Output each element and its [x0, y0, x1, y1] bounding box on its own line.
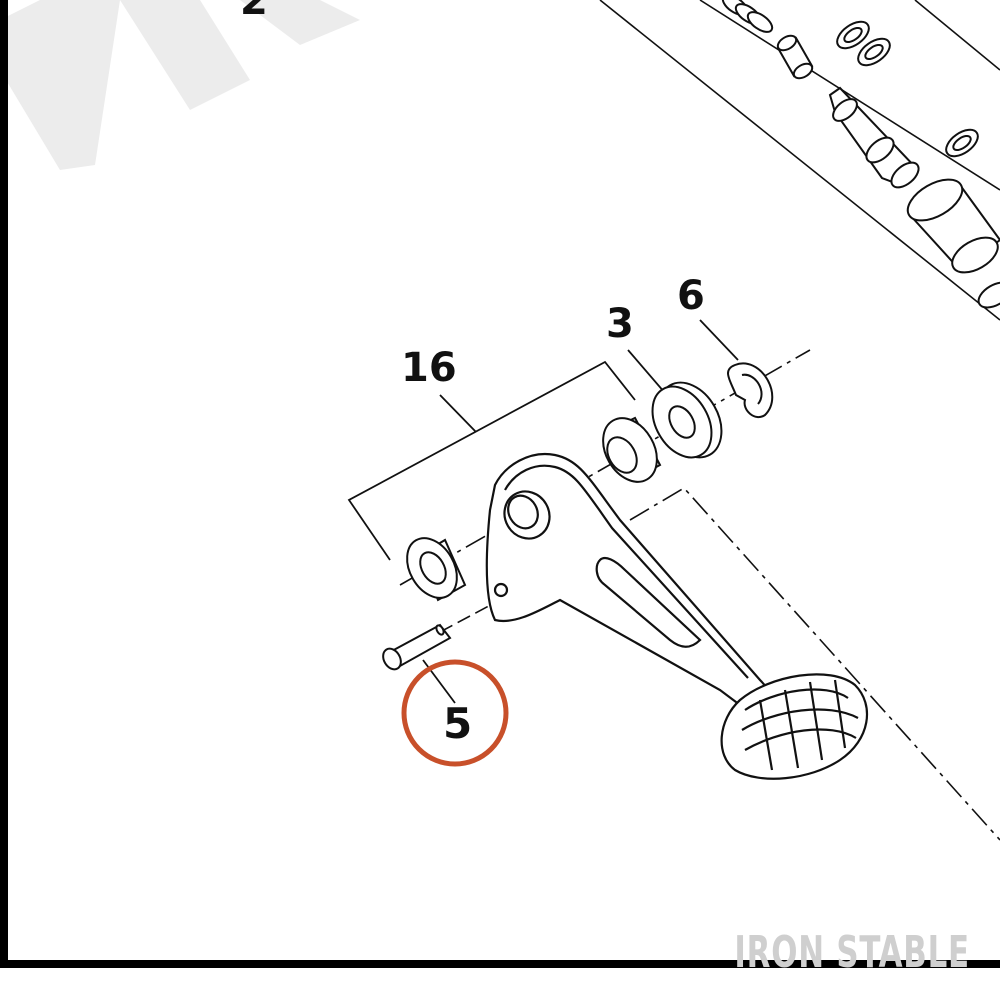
upper-shaft [828, 86, 1000, 309]
callout-2: 2 [240, 0, 268, 24]
callout-bracket-16 [347, 360, 636, 561]
foot-pad [720, 673, 869, 780]
pedal-guide-line [629, 486, 1000, 841]
leader-6 [699, 319, 739, 361]
pin-axis-line [439, 599, 501, 633]
upper-assembly-frame [599, 0, 1000, 321]
upper-washers [836, 20, 979, 158]
upper-bushing [776, 34, 814, 80]
background-stripes [0, 0, 360, 170]
e-clip-6 [727, 362, 774, 419]
upper-spring [721, 0, 774, 33]
callout-5: 5 [443, 699, 472, 748]
brake-lever [485, 452, 772, 710]
leader-3 [627, 349, 666, 394]
highlight-circle [401, 659, 509, 767]
callout-6: 6 [677, 273, 705, 319]
clevis-pin [382, 623, 452, 671]
callout-16: 16 [401, 345, 457, 391]
left-flange-bushing [406, 537, 467, 602]
watermark: IRON STABLE [734, 927, 970, 978]
frame-border [0, 0, 1000, 968]
flange-bushing [602, 416, 662, 483]
callout-3: 3 [606, 301, 634, 347]
leader-16 [439, 394, 477, 433]
washer-3 [651, 381, 723, 459]
